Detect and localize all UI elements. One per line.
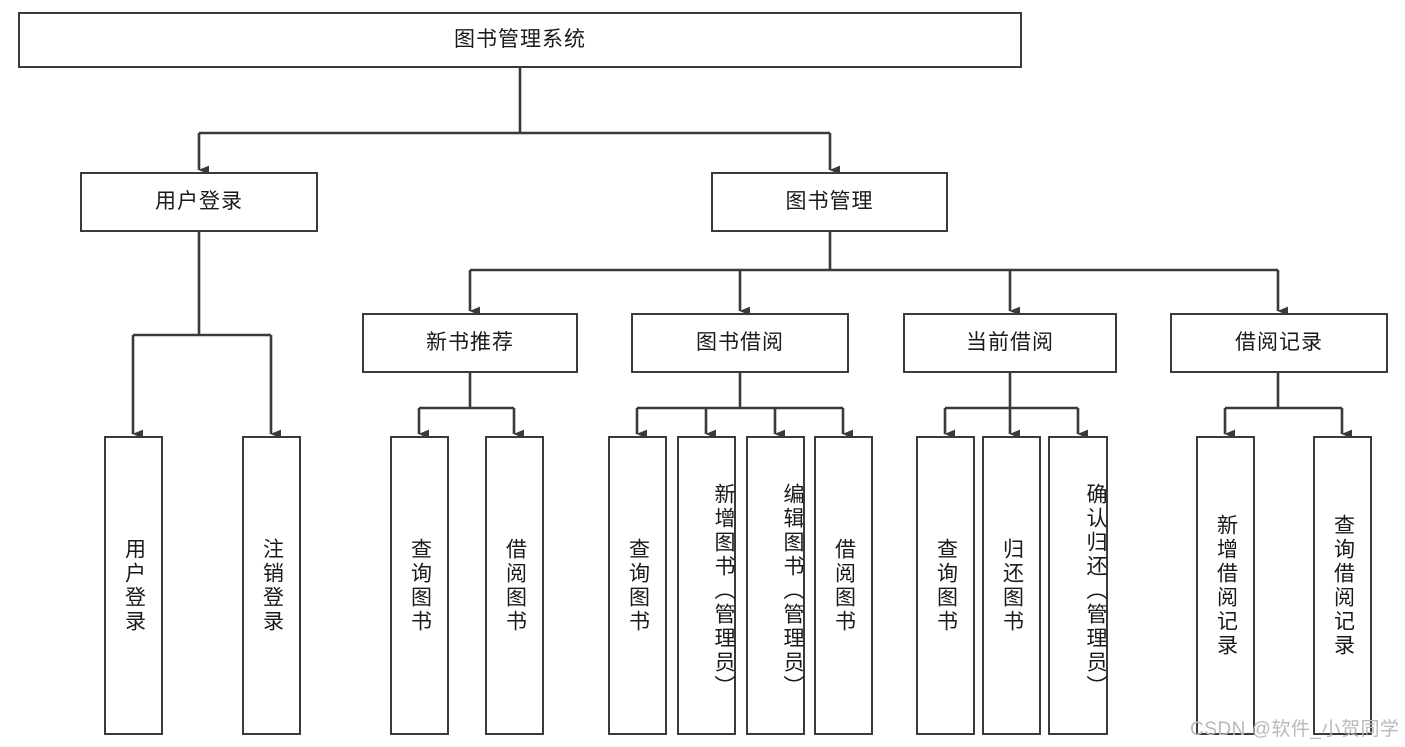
node-label: 图书管理: [785, 190, 874, 214]
leaf-add-book-admin[interactable]: 新增图书（管理员）: [677, 436, 736, 735]
node-label: 归还图书: [1000, 537, 1024, 634]
node-label: 新书推荐: [426, 331, 514, 355]
node-label: 用户登录: [155, 190, 243, 214]
leaf-user-login[interactable]: 用户登录: [104, 436, 163, 735]
leaf-add-borrow-record[interactable]: 新增借阅记录: [1196, 436, 1255, 735]
node-book-management[interactable]: 图书管理: [711, 172, 948, 232]
leaf-return-book[interactable]: 归还图书: [982, 436, 1041, 735]
node-user-login[interactable]: 用户登录: [80, 172, 318, 232]
leaf-confirm-return-admin[interactable]: 确认归还（管理员）: [1048, 436, 1108, 735]
node-label: 图书借阅: [696, 331, 784, 355]
leaf-user-logout[interactable]: 注销登录: [242, 436, 301, 735]
node-label: 编辑图书（管理员）: [781, 482, 804, 699]
csdn-watermark: CSDN @软件_小贺同学: [1190, 719, 1400, 740]
node-label: 查询图书: [626, 537, 650, 634]
node-label: 新增图书（管理员）: [712, 482, 735, 699]
node-borrow-record[interactable]: 借阅记录: [1170, 313, 1388, 373]
node-label: 查询图书: [408, 537, 432, 634]
node-current-borrow[interactable]: 当前借阅: [903, 313, 1117, 373]
node-label: 图书管理系统: [454, 28, 586, 52]
node-root-library-management-system[interactable]: 图书管理系统: [18, 12, 1022, 68]
leaf-query-borrow-record[interactable]: 查询借阅记录: [1313, 436, 1372, 735]
node-label: 确认归还（管理员）: [1084, 482, 1107, 699]
node-new-book-recommend[interactable]: 新书推荐: [362, 313, 578, 373]
node-label: 借阅图书: [503, 537, 527, 634]
node-book-borrow[interactable]: 图书借阅: [631, 313, 849, 373]
node-label: 借阅记录: [1235, 331, 1323, 355]
node-label: 新增借阅记录: [1214, 513, 1238, 658]
leaf-borrow-book-recommend[interactable]: 借阅图书: [485, 436, 544, 735]
node-label: 当前借阅: [966, 331, 1054, 355]
node-label: 用户登录: [122, 537, 146, 634]
leaf-borrow-book[interactable]: 借阅图书: [814, 436, 873, 735]
node-label: 查询借阅记录: [1331, 513, 1355, 658]
node-label: 查询图书: [934, 537, 958, 634]
leaf-query-book-borrow[interactable]: 查询图书: [608, 436, 667, 735]
node-label: 借阅图书: [832, 537, 856, 634]
node-label: 注销登录: [260, 537, 284, 634]
leaf-query-book-recommend[interactable]: 查询图书: [390, 436, 449, 735]
leaf-edit-book-admin[interactable]: 编辑图书（管理员）: [746, 436, 805, 735]
leaf-query-book-current[interactable]: 查询图书: [916, 436, 975, 735]
